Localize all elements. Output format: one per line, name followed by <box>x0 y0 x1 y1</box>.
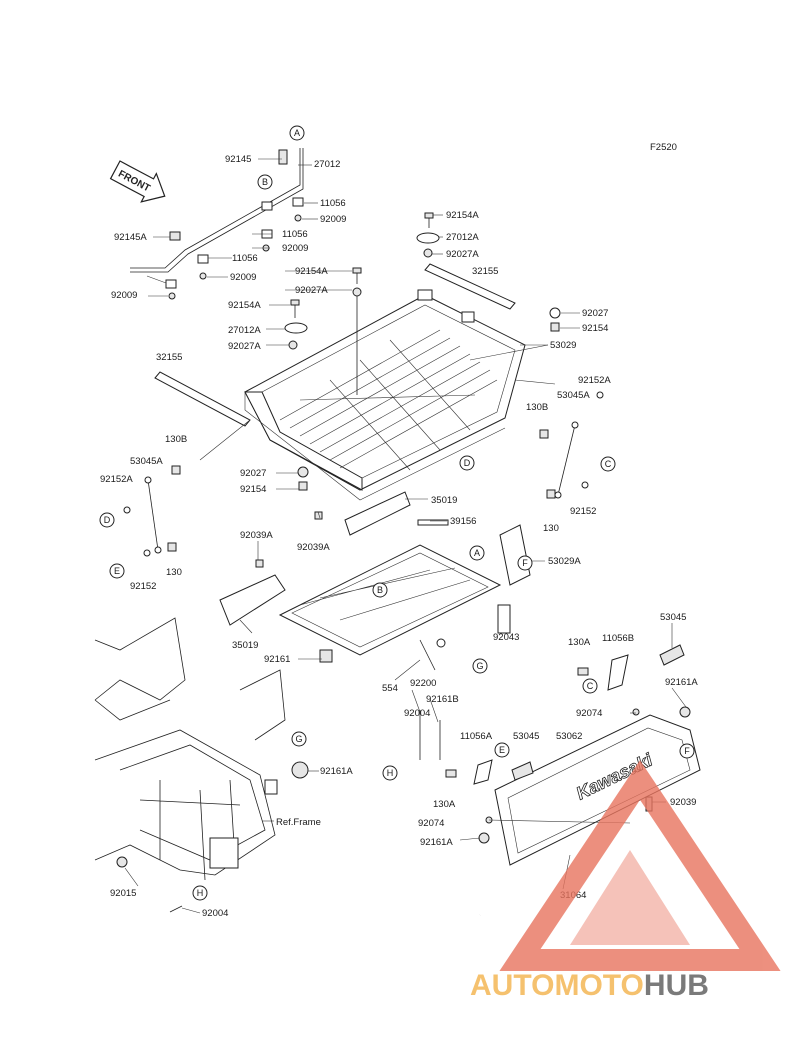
vehicle-frame <box>94 617 309 913</box>
part-label: 53062 <box>556 731 582 742</box>
part-label: 11056 <box>320 198 346 209</box>
callout-letter: H <box>197 888 204 898</box>
part-label: 92154A <box>295 266 328 277</box>
part-label: 92039A <box>297 542 330 553</box>
part-label: 92145 <box>225 154 251 165</box>
callout-letter: E <box>114 566 120 576</box>
part-label: 92009 <box>111 290 137 301</box>
callout-letter: H <box>387 768 394 778</box>
callout-letter: A <box>474 548 480 558</box>
callout-circles: A B D F C D E A B E F G C G H H <box>99 125 695 901</box>
part-label: 11056B <box>602 633 634 644</box>
part-label: 92200 <box>410 678 436 689</box>
part-label: 11056 <box>282 229 308 240</box>
part-label: 92009 <box>282 243 308 254</box>
part-label: 92152A <box>578 375 611 386</box>
part-label: 92015 <box>110 888 136 899</box>
part-label: 92009 <box>320 214 346 225</box>
part-label: 92161A <box>420 837 453 848</box>
part-label: 92152A <box>100 474 133 485</box>
part-label: 92004 <box>202 908 228 919</box>
part-label: 92154 <box>582 323 608 334</box>
bed-frame <box>219 491 531 760</box>
part-label: 53045A <box>557 390 590 401</box>
part-label: 130A <box>433 799 456 810</box>
part-label: 130B <box>165 434 187 445</box>
part-label: 39156 <box>450 516 476 527</box>
callout-letter: B <box>262 177 268 187</box>
callout-letter: C <box>605 459 612 469</box>
part-label: 53045 <box>513 731 539 742</box>
part-label: 92027 <box>582 308 608 319</box>
callout-letter: D <box>104 515 111 525</box>
part-label: 92152 <box>130 581 156 592</box>
part-label: 53045A <box>130 456 163 467</box>
part-label: 53029 <box>550 340 576 351</box>
part-label: 11056 <box>232 253 258 264</box>
callout-letter: G <box>295 734 302 744</box>
part-label: 27012 <box>314 159 340 170</box>
part-label: 92009 <box>230 272 256 283</box>
part-label: 92145A <box>114 232 147 243</box>
callout-letter: E <box>499 745 505 755</box>
part-label: 92161 <box>264 654 290 665</box>
callout-letter: F <box>522 558 528 568</box>
figure-code: F2520 <box>650 142 677 153</box>
part-label: 53029A <box>548 556 581 567</box>
callout-letter: C <box>587 681 594 691</box>
part-label: 92027A <box>446 249 479 260</box>
part-label: 130 <box>166 567 182 578</box>
callout-letter: D <box>464 458 471 468</box>
part-label: 35019 <box>431 495 457 506</box>
part-label: 130B <box>526 402 548 413</box>
part-label: 92039A <box>240 530 273 541</box>
part-label: 92154A <box>228 300 261 311</box>
part-label: 92161A <box>320 766 353 777</box>
callout-letter: F <box>684 746 690 756</box>
strut-left <box>123 465 181 557</box>
callout-letter: A <box>294 128 300 138</box>
part-label: 27012A <box>446 232 479 243</box>
part-labels: 92145 27012 11056 92009 92145A 11056 920… <box>100 154 698 919</box>
callout-letter: G <box>476 661 483 671</box>
watermark-part1: AUTOMOTO <box>470 969 644 1002</box>
part-label: 92027A <box>228 341 261 352</box>
strut-right <box>539 391 604 499</box>
part-label: 554 <box>382 683 398 694</box>
part-label: 32155 <box>156 352 182 363</box>
leader-lines <box>124 158 687 914</box>
part-label: 53045 <box>660 612 686 623</box>
watermark-part2: HUB <box>644 969 709 1002</box>
part-label: 92154 <box>240 484 266 495</box>
part-label: 92004 <box>404 708 430 719</box>
part-label: 92161A <box>665 677 698 688</box>
part-label: 11056A <box>460 731 493 742</box>
part-label: 92027 <box>240 468 266 479</box>
cable-assembly <box>130 148 304 300</box>
watermark-logo: AUTOMOTOHUB <box>470 760 781 1002</box>
part-label: 32155 <box>472 266 498 277</box>
part-label: 92074 <box>576 708 602 719</box>
part-label: 92152 <box>570 506 596 517</box>
part-label: 92027A <box>295 285 328 296</box>
part-label: 130 <box>543 523 559 534</box>
part-label: 27012A <box>228 325 261 336</box>
part-label: 92161B <box>426 694 459 705</box>
part-label: 35019 <box>232 640 258 651</box>
watermark-text: AUTOMOTOHUB <box>470 969 709 1002</box>
callout-letter: B <box>377 585 383 595</box>
part-label: 92154A <box>446 210 479 221</box>
part-label: 92074 <box>418 818 444 829</box>
front-arrow-icon: FRONT <box>109 160 166 203</box>
cargo-bed <box>244 289 526 501</box>
ref-frame-label: Ref.Frame <box>276 817 321 828</box>
part-label: 92039 <box>670 797 696 808</box>
part-label: 130A <box>568 637 591 648</box>
part-label: 92043 <box>493 632 519 643</box>
